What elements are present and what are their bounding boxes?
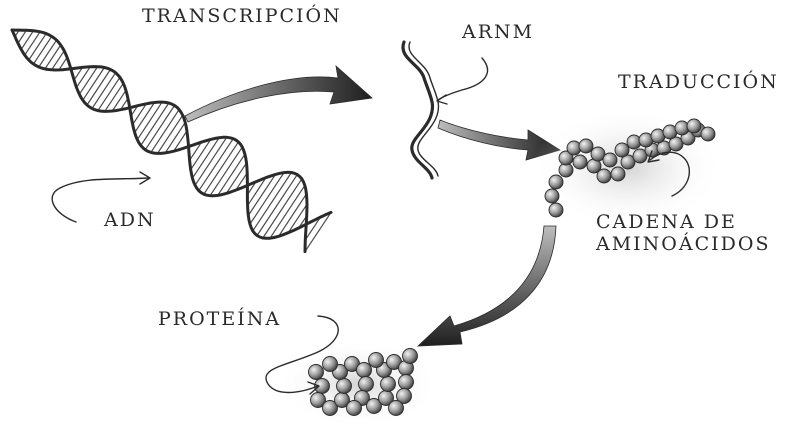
protein-bead: [323, 357, 338, 372]
protein-bead: [309, 365, 324, 380]
mrna-strand: [403, 42, 439, 178]
dna-base-pair: [79, 67, 97, 95]
amino-acid-bead: [579, 139, 593, 153]
label-amino-chain-line1: CADENA DE: [596, 212, 770, 234]
folding-arrow: [418, 226, 556, 346]
transcription-arrow: [185, 66, 372, 122]
amino-acid-bead: [549, 203, 563, 217]
amino-acid-bead: [615, 143, 629, 157]
label-translation: TRADUCCIÓN: [618, 72, 779, 94]
dna-base-pair: [45, 45, 61, 69]
label-amino-acid-chain: CADENA DE AMINOÁCIDOS: [596, 212, 770, 256]
dna-helix: [12, 30, 331, 252]
protein-bead: [399, 375, 414, 390]
protein-bead: [369, 353, 384, 368]
amino-acid-bead: [603, 153, 617, 167]
protein-bead: [381, 377, 396, 392]
amino-acid-chain: [533, 108, 723, 228]
dna-base-pairs: [15, 30, 331, 252]
dna-base-pair: [25, 32, 40, 55]
protein-folded: [278, 340, 438, 427]
dna-base-pair: [199, 139, 233, 191]
label-amino-chain-line2: AMINOÁCIDOS: [596, 234, 770, 256]
dna-base-pair: [29, 34, 46, 60]
amino-acid-bead: [573, 155, 587, 169]
mrna-pointer: [438, 58, 488, 100]
dna-base-pair: [39, 40, 57, 67]
protein-bead: [359, 377, 374, 392]
amino-acid-bead: [597, 169, 611, 183]
protein-bead: [337, 379, 352, 394]
amino-acid-bead: [687, 119, 701, 133]
dna-base-pair: [158, 115, 183, 153]
protein-bead: [403, 349, 418, 364]
dna-base-pair: [18, 30, 26, 43]
amino-acid-bead: [701, 127, 715, 141]
dna-base-pair: [270, 185, 305, 238]
label-mrna: ARNM: [462, 22, 534, 44]
label-transcription: TRANSCRIPCIÓN: [142, 6, 342, 28]
label-protein: PROTEÍNA: [158, 309, 281, 331]
amino-acid-bead: [545, 189, 559, 203]
amino-acid-bead: [549, 175, 563, 189]
dna-base-pair: [34, 36, 52, 64]
dna-base-pair: [137, 102, 162, 140]
dna-base-pair: [141, 103, 169, 146]
label-dna: ADN: [104, 210, 156, 232]
dna-base-pair: [52, 51, 65, 70]
dna-base-pair: [21, 31, 33, 50]
protein-bead: [357, 363, 372, 378]
dna-base-pair: [105, 83, 124, 111]
dna-base-pair: [77, 67, 91, 88]
protein-bead: [389, 401, 404, 416]
dna-base-pair: [250, 173, 284, 225]
protein-bead: [347, 401, 362, 416]
amino-acid-bead: [611, 167, 625, 181]
dna-base-pair: [92, 73, 116, 109]
dna-base-pair: [145, 106, 174, 150]
dna-base-pair: [204, 142, 239, 194]
dna-base-pair: [87, 70, 110, 106]
dna-base-pair: [151, 110, 179, 153]
